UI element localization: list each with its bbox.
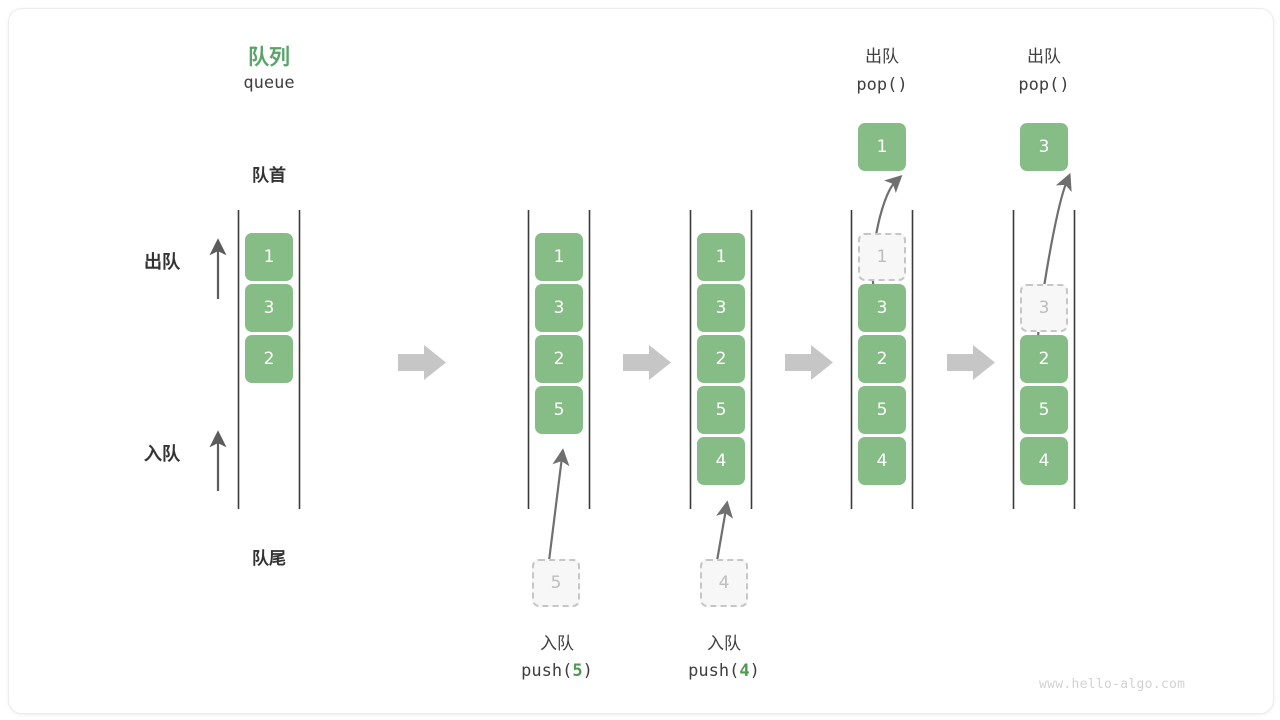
incoming-ghost-cell-5[interactable]: 5 — [532, 559, 580, 607]
push-arrow-4 — [715, 500, 734, 562]
queue-cell[interactable]: 4 — [858, 437, 906, 485]
queue-column-initial: 1 3 2 — [245, 233, 293, 383]
popped-cell-3[interactable]: 3 — [1020, 123, 1068, 171]
pop-1-header-cn: 出队 — [865, 47, 899, 67]
queue-cell[interactable]: 3 — [858, 284, 906, 332]
queue-column-pop-1: 1 3 2 5 4 — [858, 233, 906, 485]
queue-cell[interactable]: 2 — [697, 335, 745, 383]
queue-cell[interactable]: 5 — [858, 386, 906, 434]
incoming-ghost-cell-4[interactable]: 4 — [700, 559, 748, 607]
queue-cell[interactable]: 2 — [1020, 335, 1068, 383]
queue-cell[interactable]: 2 — [535, 335, 583, 383]
push-5-arg: 5 — [572, 661, 583, 681]
diagram-card: 队列 queue 队首 队尾 出队 入队 1 3 2 1 3 2 5 5 入队 … — [8, 8, 1274, 714]
flow-arrow-4 — [947, 345, 995, 380]
push-arrow-5 — [547, 448, 570, 562]
queue-cell[interactable]: 2 — [858, 335, 906, 383]
popped-cell-1[interactable]: 1 — [858, 123, 906, 171]
queue-cell[interactable]: 4 — [1020, 437, 1068, 485]
queue-cell[interactable]: 3 — [697, 284, 745, 332]
queue-cell[interactable]: 3 — [245, 284, 293, 332]
pop-1-header-code: pop() — [856, 75, 908, 95]
pop-3-header-code: pop() — [1018, 75, 1070, 95]
flow-arrow-3 — [785, 345, 833, 380]
dequeue-direction-label: 出队 — [144, 252, 180, 273]
queue-cell[interactable]: 5 — [535, 386, 583, 434]
enqueue-direction-label: 入队 — [144, 444, 180, 465]
flow-arrow-2 — [623, 345, 671, 380]
queue-cell[interactable]: 1 — [535, 233, 583, 281]
queue-front-label: 队首 — [252, 166, 286, 186]
queue-cell-ghost[interactable]: 3 — [1020, 284, 1068, 332]
push-5-caption-code: push(5) — [521, 661, 593, 681]
pop-3-header-cn: 出队 — [1027, 47, 1061, 67]
page-title-en: queue — [243, 73, 295, 93]
queue-column-push-4: 1 3 2 5 4 — [697, 233, 745, 485]
push-4-arg: 4 — [739, 661, 750, 681]
queue-cell[interactable]: 5 — [697, 386, 745, 434]
queue-column-pop-3: 3 2 5 4 — [1020, 284, 1068, 485]
queue-rear-label: 队尾 — [252, 549, 286, 569]
page-title-cn: 队列 — [248, 45, 290, 69]
queue-cell[interactable]: 1 — [697, 233, 745, 281]
queue-cell[interactable]: 4 — [697, 437, 745, 485]
queue-cell[interactable]: 2 — [245, 335, 293, 383]
diagram-stage: 队列 queue 队首 队尾 出队 入队 1 3 2 1 3 2 5 5 入队 … — [9, 9, 1273, 713]
queue-cell[interactable]: 1 — [245, 233, 293, 281]
queue-cell[interactable]: 3 — [535, 284, 583, 332]
queue-column-push-5: 1 3 2 5 — [535, 233, 583, 434]
push-5-caption-cn: 入队 — [540, 634, 574, 654]
push-4-caption-cn: 入队 — [707, 634, 741, 654]
diagram-vector-layer — [209, 172, 1076, 562]
push-4-caption-code: push(4) — [688, 661, 760, 681]
queue-cell-ghost[interactable]: 1 — [858, 233, 906, 281]
watermark: www.hello-algo.com — [1039, 677, 1186, 692]
queue-cell[interactable]: 5 — [1020, 386, 1068, 434]
flow-arrow-1 — [398, 345, 446, 380]
